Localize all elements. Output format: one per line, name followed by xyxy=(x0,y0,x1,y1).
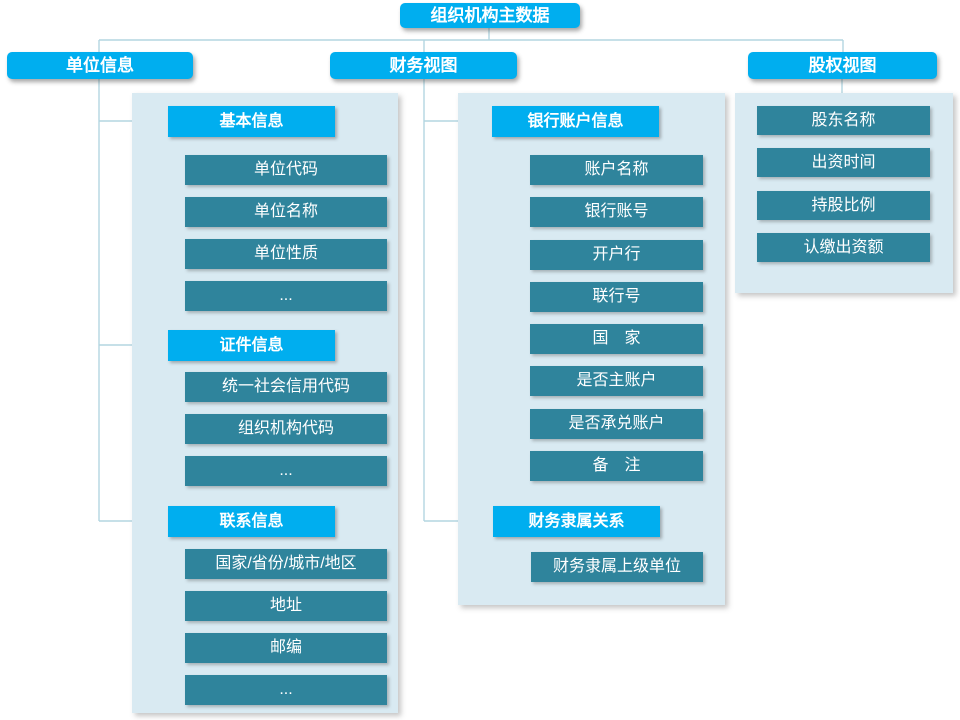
tree-node-account-name: 账户名称 xyxy=(530,155,703,185)
tree-node-unit-code: 单位代码 xyxy=(185,155,387,185)
tree-node-social-credit-code: 统一社会信用代码 xyxy=(185,372,387,402)
root-node: 组织机构主数据 xyxy=(400,3,580,28)
tree-node-is-acceptance-account: 是否承兑账户 xyxy=(530,409,703,439)
branch-equity-view: 股权视图 xyxy=(748,52,937,79)
tree-node-unit-name: 单位名称 xyxy=(185,197,387,227)
tree-node-bank-branch-number: 联行号 xyxy=(530,282,703,312)
tree-node-remarks: 备 注 xyxy=(530,451,703,481)
tree-node-finance-parent-unit: 财务隶属上级单位 xyxy=(531,552,703,582)
tree-node-contact-more: ... xyxy=(185,675,387,705)
tree-node-is-main-account: 是否主账户 xyxy=(530,366,703,396)
tree-node-country-region: 国家/省份/城市/地区 xyxy=(185,549,387,579)
branch-finance-view: 财务视图 xyxy=(330,52,517,79)
branch-unit-info: 单位信息 xyxy=(7,52,193,79)
group-header-certificate-info: 证件信息 xyxy=(168,330,335,361)
tree-node-postcode: 邮编 xyxy=(185,633,387,663)
tree-node-org-code: 组织机构代码 xyxy=(185,414,387,444)
group-header-basic-info: 基本信息 xyxy=(168,106,335,137)
group-header-bank-account-info: 银行账户信息 xyxy=(492,106,659,137)
tree-node-unit-nature: 单位性质 xyxy=(185,239,387,269)
tree-node-opening-bank: 开户行 xyxy=(530,240,703,270)
tree-node-basic-more: ... xyxy=(185,281,387,311)
tree-node-contribution-time: 出资时间 xyxy=(757,148,930,177)
tree-node-country: 国 家 xyxy=(530,324,703,354)
tree-node-bank-account-number: 银行账号 xyxy=(530,197,703,227)
tree-node-certificate-more: ... xyxy=(185,456,387,486)
group-header-finance-affiliation: 财务隶属关系 xyxy=(493,506,660,537)
tree-node-shareholder-name: 股东名称 xyxy=(757,106,930,135)
group-header-contact-info: 联系信息 xyxy=(168,506,335,537)
tree-node-shareholding-ratio: 持股比例 xyxy=(757,191,930,220)
tree-node-subscribed-capital: 认缴出资额 xyxy=(757,233,930,262)
tree-node-address: 地址 xyxy=(185,591,387,621)
